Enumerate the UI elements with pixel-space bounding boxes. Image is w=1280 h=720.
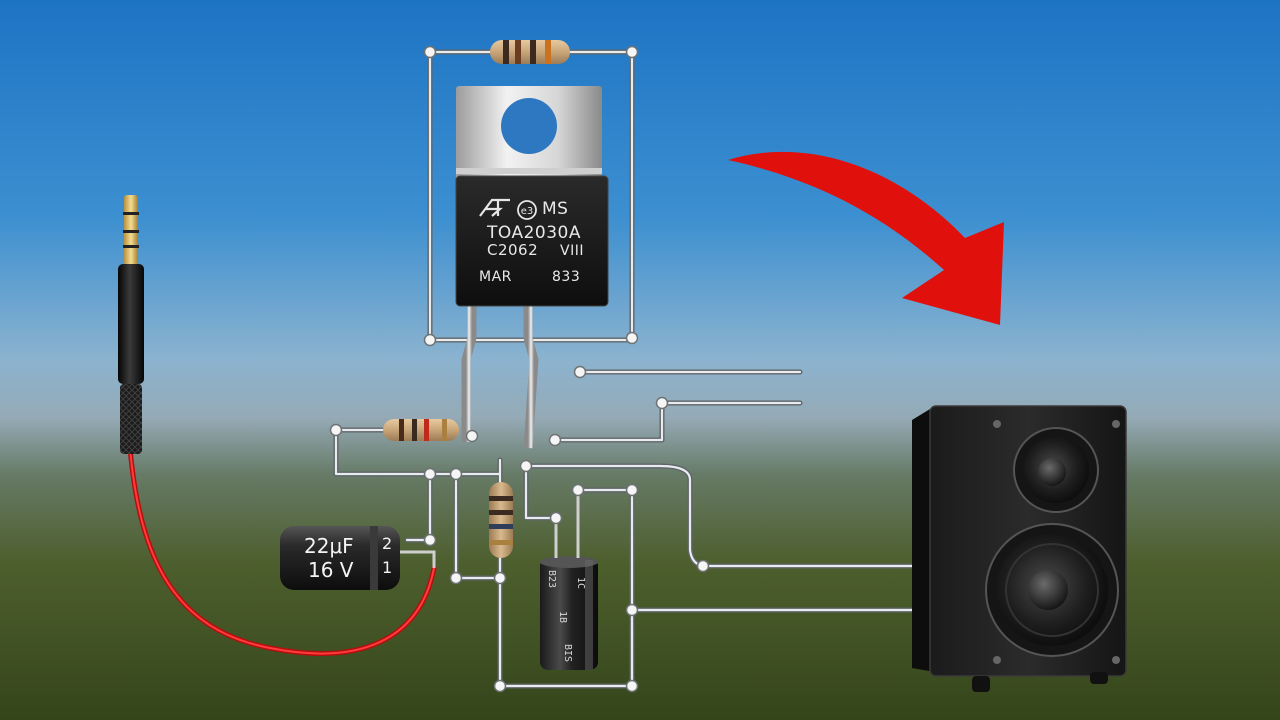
red-arrow-icon (728, 151, 1004, 325)
feedback-resistor (490, 40, 570, 64)
output-cap-label-d: BIS (562, 643, 574, 663)
output-cap-label-b: 1C (575, 576, 587, 590)
output-capacitor (540, 490, 598, 670)
tweeter (1013, 427, 1099, 513)
junction-dots (329, 45, 710, 693)
svg-text:e3: e3 (521, 206, 534, 217)
divider-resistor (489, 482, 513, 558)
output-cap-label-c: 1B (557, 610, 569, 624)
capacitor-side-mark-bottom: 1 (382, 558, 393, 577)
output-cap-label-a: B23 (546, 569, 558, 589)
bias-resistor (383, 419, 459, 441)
amplifier-chip (455, 86, 609, 460)
capacitance-label: 22μF (304, 534, 354, 558)
voltage-label: 16 V (308, 558, 354, 582)
chip-code-suffix: VIII (560, 243, 584, 259)
st-logo-icon (479, 198, 510, 217)
chip-lot-number: 833 (552, 269, 581, 285)
input-capacitor (280, 526, 436, 590)
chip-mark: MS (542, 199, 569, 219)
chip-mounting-hole (501, 98, 557, 154)
chip-part-number: TOA2030A (487, 223, 581, 243)
speaker-icon (912, 405, 1127, 692)
capacitor-side-mark-top: 2 (382, 534, 393, 553)
woofer (985, 523, 1119, 657)
audio-jack-icon (118, 195, 144, 454)
chip-date-code: MAR (479, 269, 512, 285)
ce-mark-icon: e3 (517, 200, 537, 220)
chip-code: C2062 (487, 241, 539, 259)
chip-pins (461, 300, 586, 460)
